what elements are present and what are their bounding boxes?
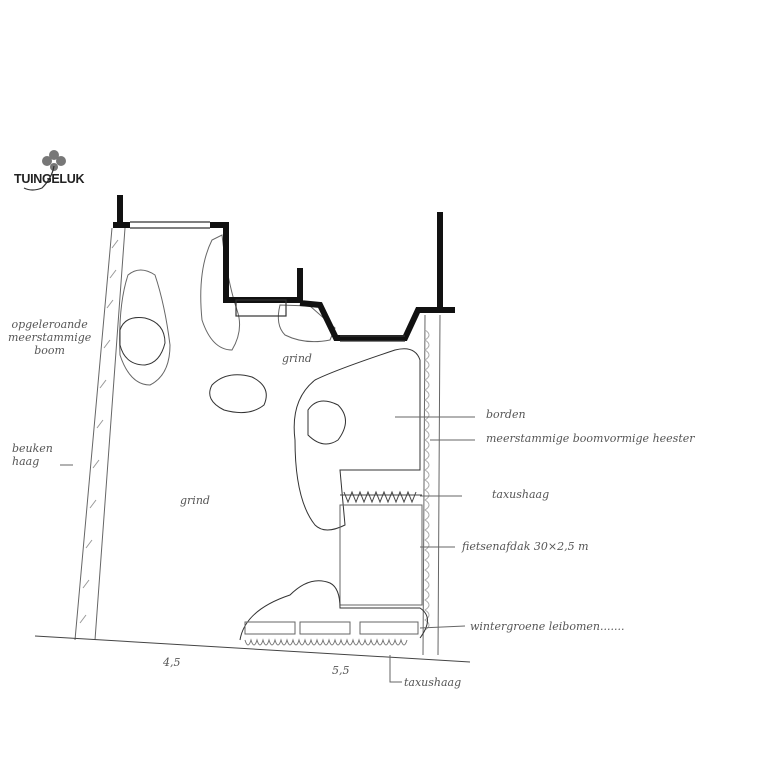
label-tree-left: opgeleroande meerstammige boom: [8, 318, 91, 357]
bed-window: [277, 304, 336, 343]
label-yew-hedge-bottom: taxushaag: [404, 676, 462, 689]
label-shrub: meerstammige boomvormige heester: [486, 432, 695, 445]
logo-text: TUINGELUK: [14, 172, 85, 186]
label-line: haag: [12, 455, 40, 468]
dimension-left: 4,5: [163, 656, 181, 669]
label-gravel-top: grind: [282, 352, 312, 365]
tuingeluk-logo: TUINGELUK: [12, 148, 92, 196]
label-line: opgeleroande: [11, 318, 88, 331]
label-beech-hedge: beuken haag: [12, 442, 53, 468]
label-yew-hedge: taxushaag: [492, 488, 550, 501]
house-walls: [113, 195, 455, 341]
label-border: borden: [486, 408, 526, 421]
bike-shed: [339, 504, 423, 606]
label-line: boom: [34, 344, 65, 357]
label-line: meerstammige: [8, 331, 92, 344]
dimension-right: 5,5: [332, 664, 350, 677]
label-gravel-main: grind: [180, 494, 210, 507]
border-bed: [293, 348, 421, 531]
label-line: beuken: [12, 442, 53, 455]
yew-hedge: [340, 490, 422, 504]
bed-middle: [209, 374, 267, 414]
label-espalier: wintergroene leibomen.......: [470, 620, 625, 633]
tree-bed-left: [119, 269, 171, 386]
beech-hedge: [74, 227, 126, 641]
clover-icon: [23, 150, 66, 191]
label-bike-shed: fietsenafdak 30×2,5 m: [462, 540, 589, 553]
bed-top: [200, 234, 241, 351]
right-hedge: [422, 314, 441, 656]
